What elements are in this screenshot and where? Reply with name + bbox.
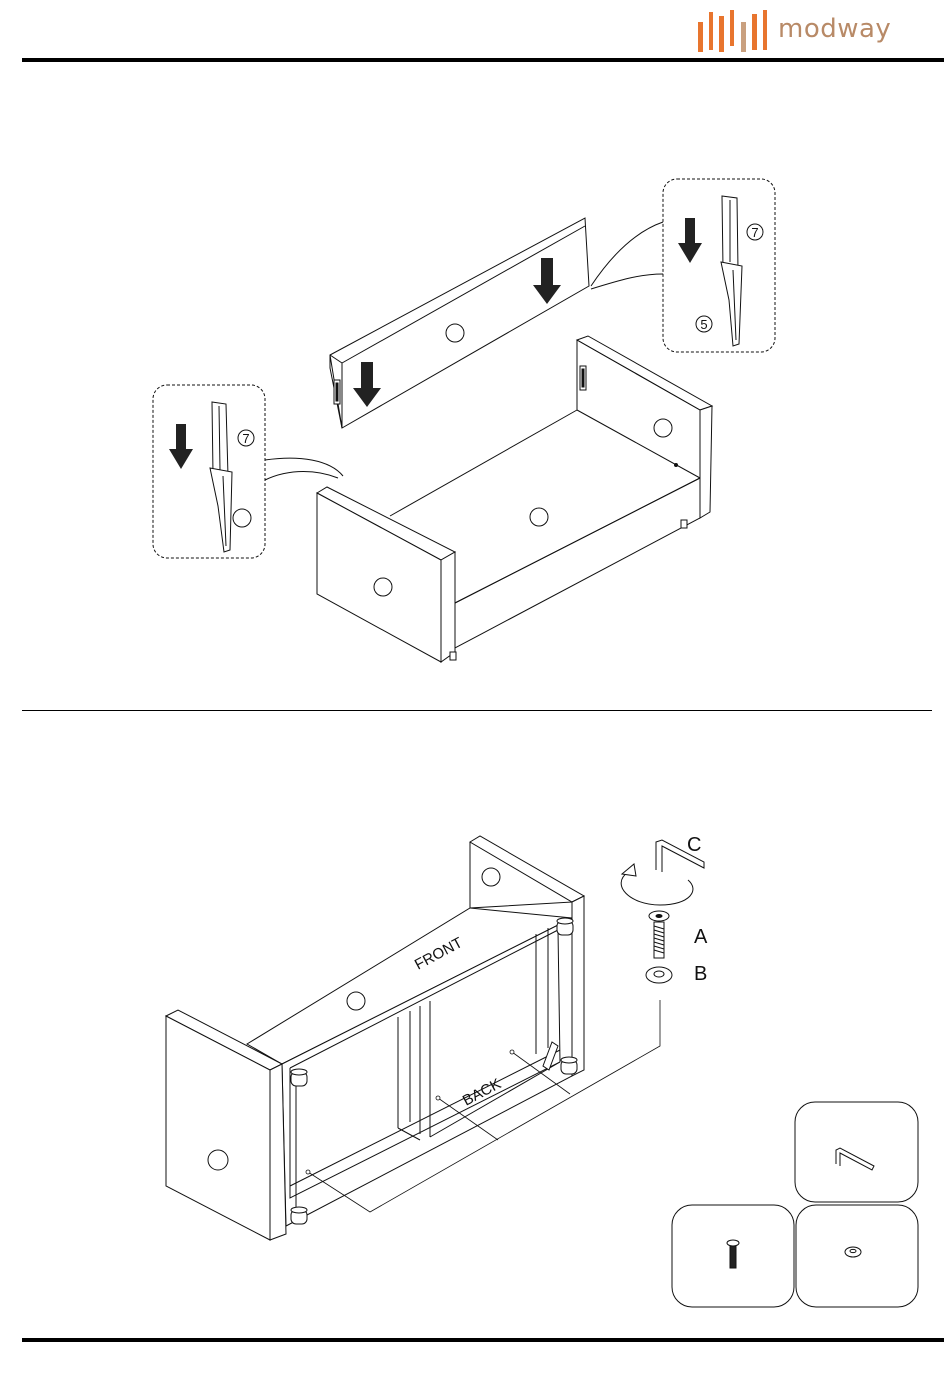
part-number-5: 5 [700, 317, 707, 332]
hardware-label-c: C [687, 834, 701, 856]
left-side-panel [317, 487, 456, 662]
footer-rule [22, 1338, 944, 1342]
bolt-icon [649, 911, 669, 958]
parts-box-bolt [672, 1205, 794, 1307]
step-1-diagram: 7 5 7 [0, 0, 950, 700]
parts-box-washer [796, 1205, 918, 1307]
part-number-7-right: 7 [751, 225, 758, 240]
hardware-label-b: B [694, 963, 707, 985]
parts-box-key [795, 1102, 918, 1202]
part-number-7-left: 7 [242, 431, 249, 446]
zoom-callout-right [591, 179, 775, 352]
zoom-callout-left [153, 385, 343, 558]
washer-icon [646, 967, 672, 983]
hardware-label-a: A [694, 926, 708, 948]
step-2-diagram: FRONT BACK C A B [0, 720, 950, 1330]
section-divider [22, 710, 932, 711]
